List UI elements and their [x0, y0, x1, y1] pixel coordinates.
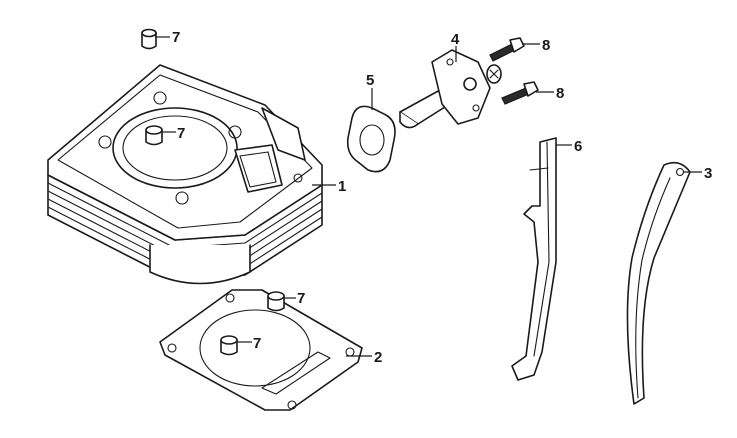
base-gasket	[159, 289, 363, 411]
leader-lines	[155, 36, 702, 357]
callout-2-base-gasket: 2	[374, 349, 382, 366]
dowel-pin-gasket-left	[220, 335, 238, 356]
callout-7-bore-pin: 7	[177, 125, 185, 142]
dowel-pin-gasket-right	[267, 291, 285, 312]
dowel-pin-top	[141, 28, 157, 50]
callout-5-tensioner-gasket: 5	[366, 72, 374, 89]
callout-8-upper-bolt: 8	[542, 37, 550, 54]
callout-7-gasket-pin-left: 7	[253, 335, 261, 352]
callout-3-tensioner-blade: 3	[704, 165, 712, 182]
callout-4-tensioner: 4	[451, 31, 460, 48]
chain-guide	[511, 137, 557, 381]
bolt-lower	[501, 81, 539, 105]
cylinder-block	[47, 64, 323, 285]
callout-8-lower-bolt: 8	[556, 85, 564, 102]
callout-6-chain-guide: 6	[574, 138, 582, 155]
bolt-upper	[489, 37, 525, 62]
dowel-pin-bore	[145, 125, 163, 146]
callout-7-top-pin: 7	[172, 29, 180, 46]
cam-chain-tensioner	[399, 49, 502, 129]
callout-1-cylinder: 1	[338, 178, 346, 195]
callout-7-gasket-pin-right: 7	[297, 290, 305, 307]
tensioner-gasket	[346, 105, 396, 173]
tensioner-blade	[626, 161, 691, 405]
